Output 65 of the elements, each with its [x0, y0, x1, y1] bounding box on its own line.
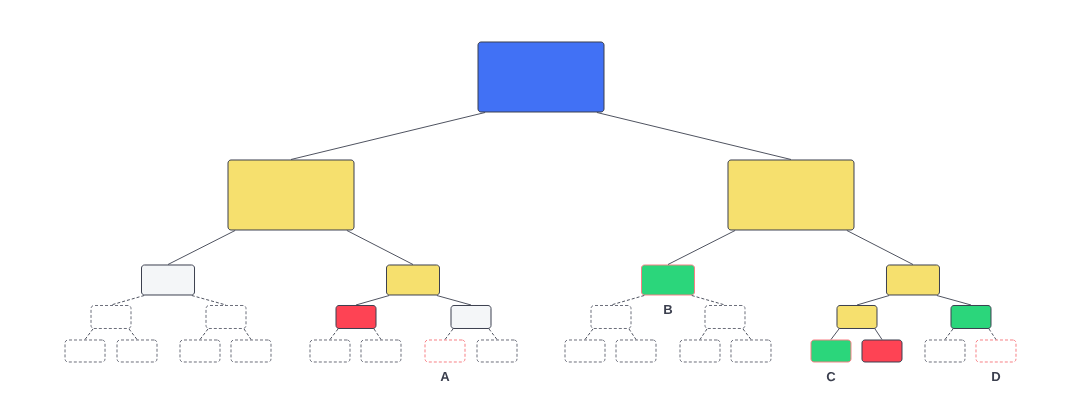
tree-node-box: [564, 339, 606, 363]
connector-line: [667, 230, 736, 265]
connector-line: [128, 328, 138, 340]
connector-line: [699, 328, 708, 340]
tree-node-box: [141, 264, 195, 296]
tree-node-box: [950, 305, 992, 329]
connector-line: [436, 295, 472, 306]
tree-node-box: [64, 339, 106, 363]
tree-node-box: [704, 305, 746, 329]
tree-node-box: [360, 339, 402, 363]
connector-line: [596, 112, 792, 160]
tree-node-box: [836, 305, 878, 329]
connector-line: [488, 328, 498, 340]
connector-line: [329, 328, 339, 340]
connector-line: [243, 328, 252, 340]
connector-line: [988, 328, 997, 340]
tree-node-box: [205, 305, 247, 329]
connector-line: [84, 328, 94, 340]
tree-node-box: [335, 305, 377, 329]
connector-line: [167, 230, 236, 265]
node-letter: C: [826, 372, 836, 382]
tree-node-box: [309, 339, 351, 363]
connector-line: [373, 328, 382, 340]
tree-node-box: [679, 339, 721, 363]
tree-node-box: [450, 305, 492, 329]
tree-node-box: [727, 159, 855, 231]
connector-line: [742, 328, 752, 340]
tree-node-box: [730, 339, 772, 363]
connector-line: [936, 295, 972, 306]
connector-line: [830, 328, 840, 340]
connector-line: [691, 295, 726, 306]
tree-node-box: [386, 264, 440, 296]
tree-node-box: [477, 41, 605, 113]
connector-line: [856, 295, 890, 306]
connector-line: [944, 328, 954, 340]
connector-line: [584, 328, 594, 340]
connector-line: [610, 295, 645, 306]
tree-node-box: [116, 339, 158, 363]
tree-node-box: [615, 339, 657, 363]
tree-node-box: [924, 339, 966, 363]
connector-line: [346, 230, 414, 265]
tree-node-box: [90, 305, 132, 329]
connector-line: [290, 112, 486, 160]
node-letter: A: [440, 372, 450, 381]
node-letter: D: [992, 372, 1001, 381]
tree-node-box: [476, 339, 518, 363]
connector-line: [874, 328, 883, 340]
tree-node-box: [230, 339, 272, 363]
connector-line: [110, 295, 145, 306]
connector-line: [355, 295, 390, 306]
tree-node-box: [424, 339, 466, 363]
tree-node-box: [641, 264, 695, 296]
connector-line: [199, 328, 209, 340]
connector-line: [628, 328, 637, 340]
tree-node-box: [179, 339, 221, 363]
tree-node-box: [810, 339, 852, 363]
connector-line: [191, 295, 227, 306]
connector-line: [444, 328, 454, 340]
node-letter: B: [664, 305, 673, 314]
connector-line: [846, 230, 914, 265]
tree-node-box: [886, 264, 940, 296]
tree-node-box: [227, 159, 355, 231]
tree-node-box: [861, 339, 903, 363]
tree-node-box: [590, 305, 632, 329]
tree-node-box: [975, 339, 1017, 363]
